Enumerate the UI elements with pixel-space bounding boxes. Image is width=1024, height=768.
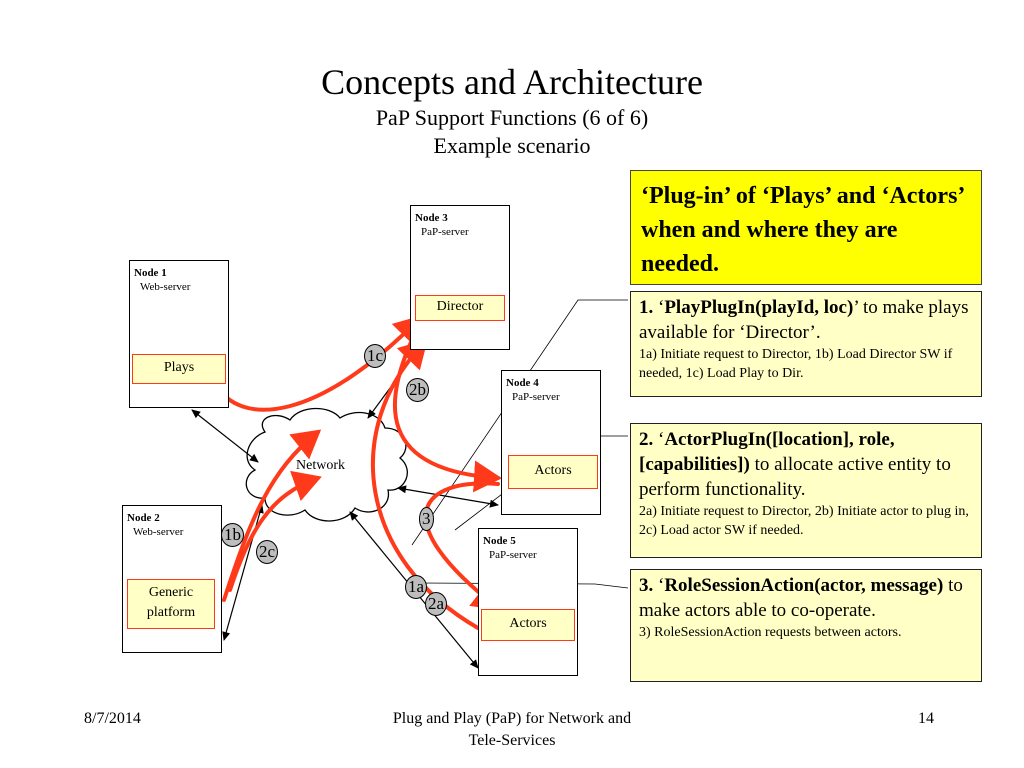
node-1: Node 1 Web-server Plays: [129, 260, 229, 408]
panel-3: 3. ‘RoleSessionAction(actor, message) to…: [630, 569, 982, 682]
footer-page-number: 14: [918, 710, 934, 727]
node-5: Node 5 PaP-server Actors: [478, 528, 578, 676]
step-2c-label: 2c: [256, 540, 279, 564]
node-3: Node 3 PaP-server Director: [410, 205, 510, 350]
node-1-label: Node 1: [134, 267, 167, 279]
node-2-label: Node 2: [127, 512, 160, 524]
node-3-label: Node 3: [415, 212, 448, 224]
panel-1-number: 1.: [639, 297, 654, 318]
panel-1-text: 1. ‘PlayPlugIn(playId, loc)’ to make pla…: [639, 295, 973, 345]
callout-line-1: [411, 299, 628, 546]
slide-subtitle: PaP Support Functions (6 of 6): [375, 105, 649, 130]
footer-date: 8/7/2014: [84, 710, 141, 727]
footer-center-line1: Plug and Play (PaP) for Network and: [392, 710, 632, 727]
node-5-server: PaP-server: [489, 549, 537, 561]
panel-3-open-quote: ‘: [658, 575, 665, 596]
footer-center-line2: Tele-Services: [468, 732, 556, 749]
node-2: Node 2 Web-server Generic platform: [122, 505, 222, 653]
actors-component-node5: Actors: [481, 609, 575, 641]
panel-2-function: ActorPlugIn([location], role, [capabilit…: [639, 429, 895, 475]
panel-1-description: to make plays available for ‘Director’.: [639, 297, 969, 343]
generic-platform-line2: platform: [146, 605, 196, 620]
arrow-2b: [392, 338, 502, 493]
panel-2-number: 2.: [639, 429, 654, 450]
footer-center: Plug and Play (PaP) for Network and Tele…: [350, 708, 674, 752]
panel-2: 2. ‘ActorPlugIn([location], role, [capab…: [630, 423, 982, 558]
panel-2-description: to allocate active entity to perform fun…: [639, 454, 951, 500]
node-4-server: PaP-server: [512, 391, 560, 403]
director-component: Director: [415, 295, 505, 321]
panel-2-detail: 2a) Initiate request to Director, 2b) In…: [639, 504, 969, 538]
node-3-server: PaP-server: [421, 226, 469, 238]
panel-3-text: 3. ‘RoleSessionAction(actor, message) to…: [639, 573, 973, 623]
step-2a-label: 2a: [425, 592, 448, 616]
node-4: Node 4 PaP-server Actors: [501, 370, 601, 515]
plays-component: Plays: [132, 354, 226, 384]
node-1-server: Web-server: [140, 281, 191, 293]
step-2b-label: 2b: [406, 378, 429, 402]
panel-3-number: 3.: [639, 575, 654, 596]
link-node4-network: [397, 485, 499, 508]
panel-1: 1. ‘PlayPlugIn(playId, loc)’ to make pla…: [630, 291, 982, 397]
actors-component-node4: Actors: [508, 455, 598, 489]
slide-title: Concepts and Architecture: [321, 62, 703, 102]
headline-box: ‘Plug-in’ of ‘Plays’ and ‘Actors’ when a…: [630, 170, 982, 285]
panel-1-close-quote: ’: [853, 297, 859, 318]
title-block: Concepts and Architecture PaP Support Fu…: [0, 60, 1024, 160]
node-2-server: Web-server: [133, 526, 184, 538]
step-3-label: 3: [419, 507, 434, 531]
node-5-label: Node 5: [483, 535, 516, 547]
step-1c-label: 1c: [364, 344, 387, 368]
panel-3-function: RoleSessionAction(actor, message): [664, 575, 944, 596]
slide-subtitle-2: Example scenario: [433, 133, 591, 158]
panel-3-description: to make actors able to co-operate.: [639, 575, 963, 621]
link-node1-network: [191, 409, 259, 463]
panel-3-detail: 3) RoleSessionAction requests between ac…: [639, 625, 902, 640]
step-1b-label: 1b: [221, 523, 244, 547]
panel-1-detail: 1a) Initiate request to Director, 1b) Lo…: [639, 347, 953, 381]
arrow-2c: [228, 470, 322, 592]
generic-platform-component: Generic platform: [127, 579, 215, 629]
panel-1-open-quote: ‘: [658, 297, 665, 318]
step-1a-label: 1a: [405, 575, 428, 599]
generic-platform-line1: Generic: [148, 585, 194, 600]
node-4-label: Node 4: [506, 377, 539, 389]
panel-1-function: PlayPlugIn(playId, loc): [664, 297, 854, 318]
network-label: Network: [296, 458, 345, 473]
arrow-1b: [222, 429, 322, 602]
panel-2-open-quote: ‘: [658, 429, 665, 450]
panel-2-text: 2. ‘ActorPlugIn([location], role, [capab…: [639, 427, 973, 502]
